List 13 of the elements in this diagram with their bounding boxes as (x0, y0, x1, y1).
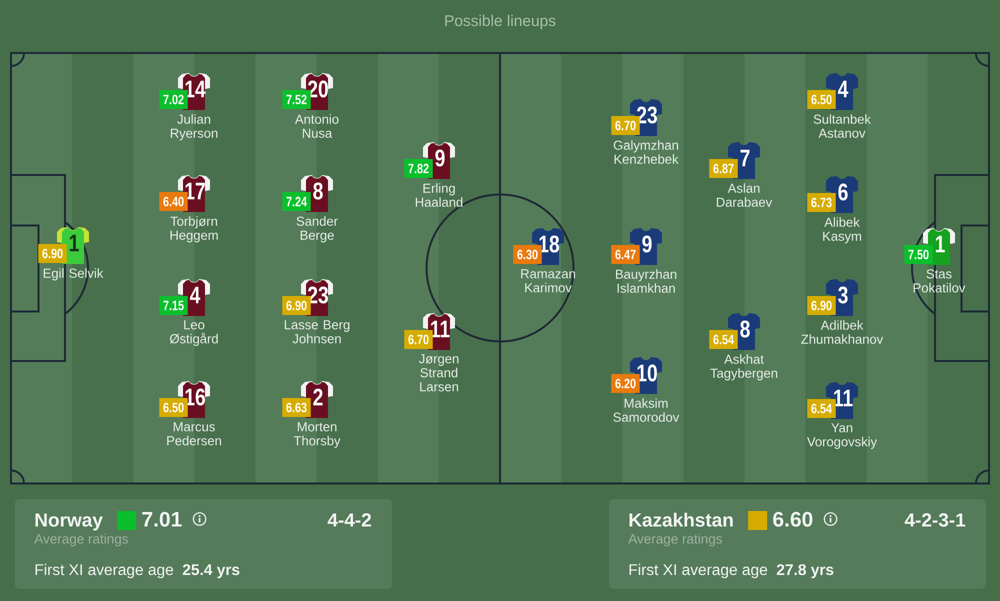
title: Possible lineups (445, 14, 556, 30)
team-name: Norway (36, 513, 103, 530)
age-value: 27.8 yrs (776, 564, 834, 578)
rating-caption: Average ratings (628, 534, 722, 546)
average-rating: 7.01 (142, 512, 182, 527)
age-value: 25.4 yrs (182, 564, 240, 578)
rating-caption: Average ratings (34, 534, 128, 546)
average-rating: 6.60 (773, 512, 812, 527)
formation: 4-4-2 (328, 513, 371, 526)
age-label: First XI average age (36, 564, 174, 578)
team-name: Kazakhstan (630, 512, 733, 527)
age-label: First XI average age (630, 564, 768, 578)
formation: 4-2-3-1 (904, 513, 966, 527)
